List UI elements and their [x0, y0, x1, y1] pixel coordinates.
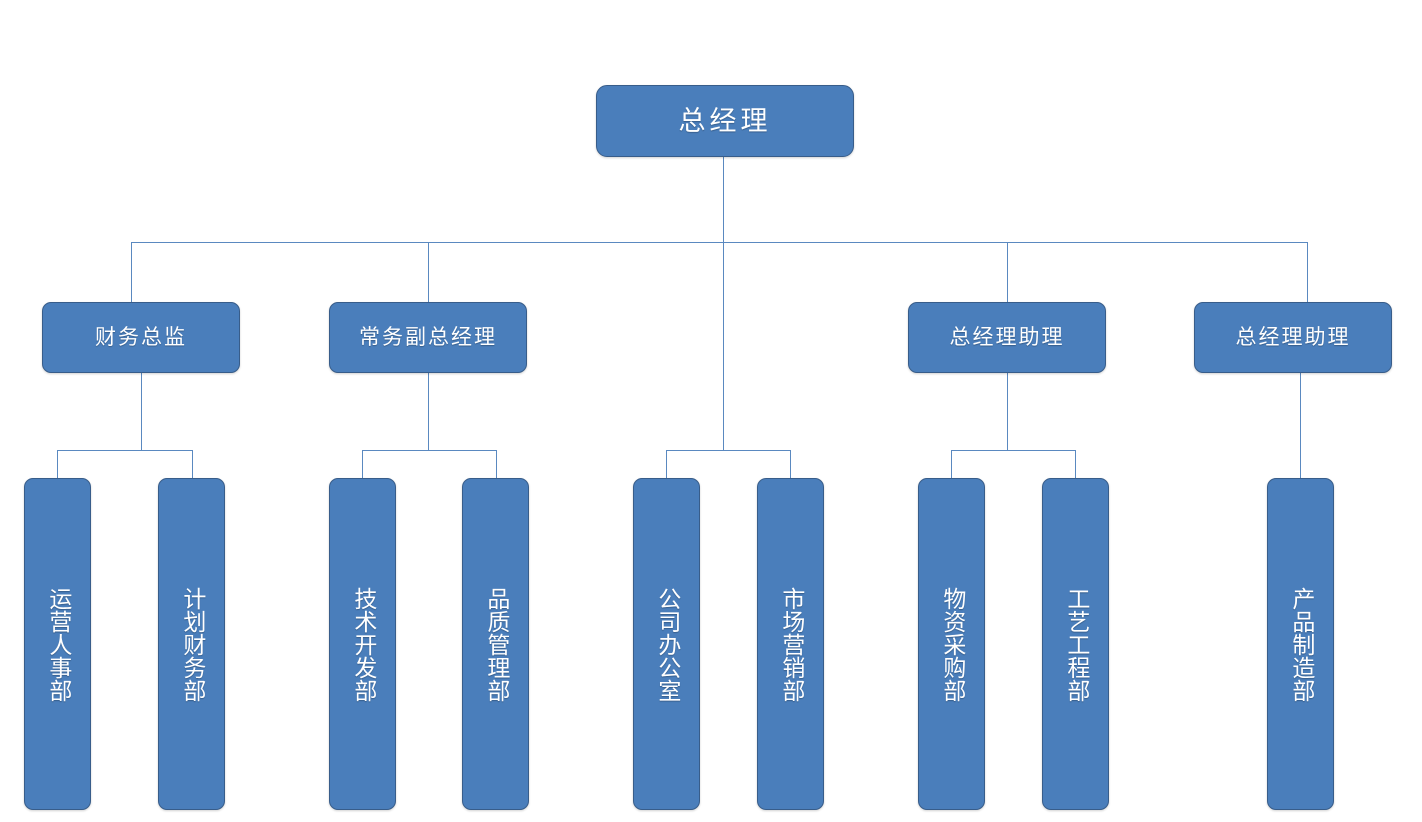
connector-center-trunk — [723, 242, 724, 450]
connector-manager-stem-2 — [428, 373, 429, 450]
node-tech-dev-label: 技术开发部 — [350, 586, 376, 702]
node-cfo-label: 财务总监 — [95, 325, 187, 350]
node-plan-fin-label: 计划财务部 — [179, 586, 205, 702]
connector-department-drop-4 — [496, 450, 497, 478]
connector-direct-manufacture — [1300, 373, 1301, 478]
node-gm-label: 总经理 — [678, 105, 772, 136]
node-manufacture[interactable]: 产品制造部 — [1267, 478, 1334, 810]
connector-department-drop-1 — [57, 450, 58, 478]
node-asst1-label: 总经理助理 — [949, 325, 1065, 350]
connector-manager-drop-2 — [428, 242, 429, 302]
node-evp-label: 常务副总经理 — [359, 325, 497, 350]
connector-root-stem — [723, 157, 724, 242]
connector-sub-bus-4 — [951, 450, 1075, 451]
node-engineering-label: 工艺工程部 — [1063, 586, 1089, 702]
node-asst2[interactable]: 总经理助理 — [1194, 302, 1392, 373]
connector-department-drop-8 — [1075, 450, 1076, 478]
node-purchasing[interactable]: 物资采购部 — [918, 478, 985, 810]
connector-department-drop-2 — [192, 450, 193, 478]
connector-sub-bus-3 — [666, 450, 790, 451]
connector-department-drop-7 — [951, 450, 952, 478]
connector-department-drop-6 — [790, 450, 791, 478]
node-marketing[interactable]: 市场营销部 — [757, 478, 824, 810]
connector-top-bus — [131, 242, 1307, 243]
node-quality-label: 品质管理部 — [483, 586, 509, 702]
node-manufacture-label: 产品制造部 — [1288, 586, 1314, 702]
node-plan-fin[interactable]: 计划财务部 — [158, 478, 225, 810]
node-asst2-label: 总经理助理 — [1235, 325, 1351, 350]
connector-manager-stem-1 — [141, 373, 142, 450]
connector-sub-bus-1 — [57, 450, 192, 451]
node-gm[interactable]: 总经理 — [596, 85, 854, 157]
connector-department-drop-3 — [362, 450, 363, 478]
connector-manager-drop-1 — [131, 242, 132, 302]
node-ops-hr[interactable]: 运营人事部 — [24, 478, 91, 810]
node-office-label: 公司办公室 — [654, 586, 680, 702]
node-evp[interactable]: 常务副总经理 — [329, 302, 527, 373]
node-cfo[interactable]: 财务总监 — [42, 302, 240, 373]
node-office[interactable]: 公司办公室 — [633, 478, 700, 810]
node-purchasing-label: 物资采购部 — [939, 586, 965, 702]
connector-manager-drop-3 — [1007, 242, 1008, 302]
node-tech-dev[interactable]: 技术开发部 — [329, 478, 396, 810]
connector-department-drop-5 — [666, 450, 667, 478]
node-marketing-label: 市场营销部 — [778, 586, 804, 702]
node-ops-hr-label: 运营人事部 — [45, 586, 71, 702]
node-asst1[interactable]: 总经理助理 — [908, 302, 1106, 373]
connector-manager-drop-4 — [1307, 242, 1308, 302]
node-engineering[interactable]: 工艺工程部 — [1042, 478, 1109, 810]
connector-sub-bus-2 — [362, 450, 496, 451]
node-quality[interactable]: 品质管理部 — [462, 478, 529, 810]
connector-manager-stem-3 — [1007, 373, 1008, 450]
